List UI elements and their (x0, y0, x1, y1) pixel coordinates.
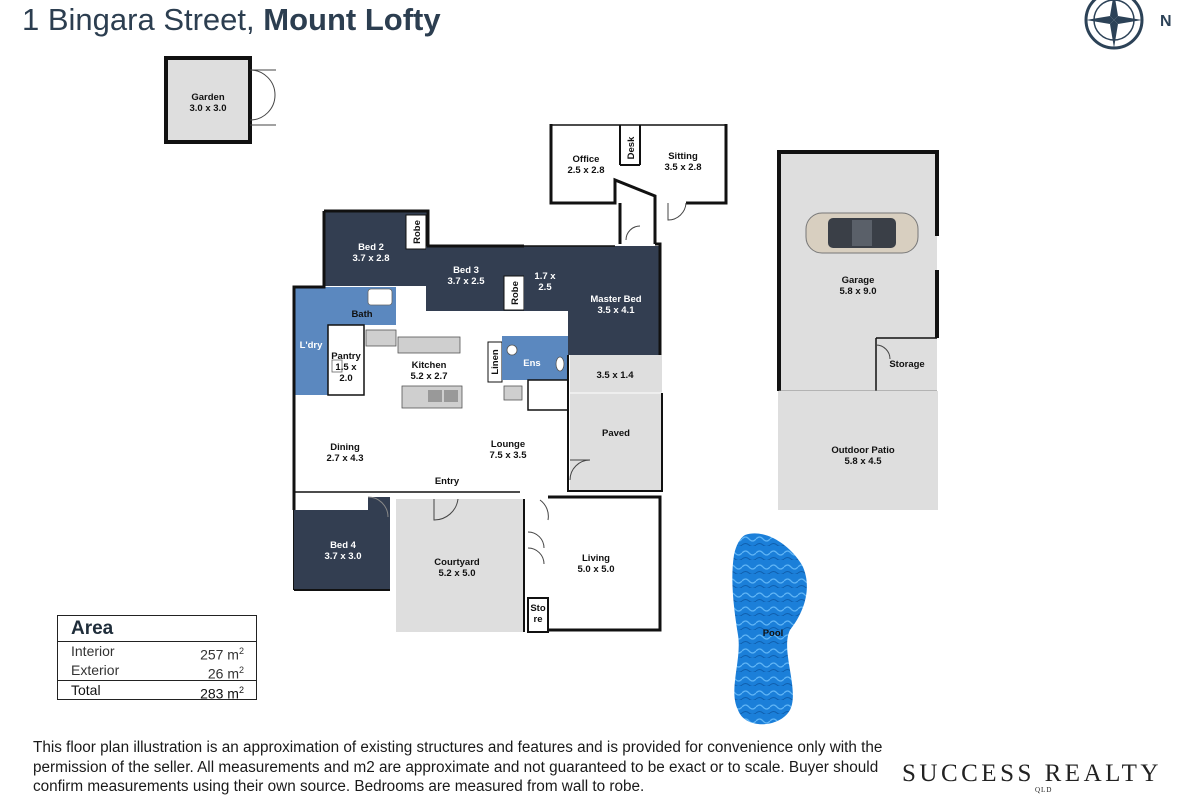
ext-size: 3.5 x 1.4 (597, 370, 635, 381)
storage-label: Storage (889, 359, 924, 370)
kitchen-size: 5.2 x 2.7 (411, 371, 448, 382)
robe-label-1: Robe (412, 220, 423, 244)
area-table: Area Interior 257 m2 Exterior 26 m2 Tota… (57, 615, 257, 702)
garden-room: Garden 3.0 x 3.0 (164, 56, 276, 144)
wir-line1: 1.7 x (534, 271, 556, 282)
bed2-name: Bed 2 (358, 242, 384, 253)
kitchen-room: Kitchen 5.2 x 2.7 (365, 329, 463, 409)
pantry-line3: 2.0 (339, 373, 352, 384)
bed4-name: Bed 4 (330, 540, 357, 551)
linen-label: Linen (490, 349, 501, 375)
area-label: Interior (71, 643, 115, 659)
garage-name: Garage (842, 275, 875, 286)
address-prefix: 1 Bingara Street, (22, 2, 264, 37)
living-size: 5.0 x 5.0 (578, 564, 615, 575)
living-name: Living (582, 553, 610, 564)
pantry-room: Pantry 1.5 x 2.0 (327, 324, 365, 396)
master-bed-room: Master Bed 3.5 x 4.1 (568, 246, 660, 355)
patio-size: 5.8 x 4.5 (845, 456, 883, 467)
linen-cupboard: Linen (487, 341, 503, 383)
living-room: Living 5.0 x 5.0 (523, 495, 662, 632)
garden-size: 3.0 x 3.0 (190, 103, 227, 114)
area-title: Area (58, 616, 256, 642)
pantry-line2: 1.5 x (335, 362, 357, 373)
courtyard-name: Courtyard (434, 557, 480, 568)
patio-name: Outdoor Patio (831, 445, 895, 456)
bed4-room: Bed 4 3.7 x 3.0 (294, 496, 390, 591)
suburb-name: Mount Lofty (263, 2, 441, 37)
entry-label: Entry (435, 476, 460, 487)
garage-room: Garage 5.8 x 9.0 Storage (777, 150, 939, 392)
pool: Pool (732, 533, 807, 725)
walk-in-robe: 1.7 x 2.5 (524, 246, 568, 311)
area-value: 283 m2 (200, 685, 244, 702)
car-icon (805, 212, 919, 254)
master-name: Master Bed (590, 294, 641, 305)
bed2-room: Robe Bed 2 3.7 x 2.8 (324, 211, 428, 286)
ensuite-label: Ens (523, 358, 540, 369)
master-size: 3.5 x 4.1 (598, 305, 636, 316)
compass-rose-icon: N (1084, 0, 1172, 50)
bed3-size: 3.7 x 2.5 (448, 276, 486, 287)
dining-name: Dining (330, 442, 360, 453)
area-label: Total (71, 682, 101, 698)
office-size: 2.5 x 2.8 (568, 165, 605, 176)
courtyard-size: 5.2 x 5.0 (439, 568, 476, 579)
disclaimer-text: This floor plan illustration is an appro… (33, 739, 883, 795)
paved-area: 3.5 x 1.4 Paved (569, 355, 662, 491)
pool-label: Pool (763, 628, 784, 639)
brand-sub: QLD (1035, 786, 1053, 794)
laundry-room: L'dry (294, 287, 328, 395)
dining-size: 2.7 x 4.3 (327, 453, 364, 464)
lounge-name: Lounge (491, 439, 525, 450)
robe-label-2: Robe (510, 281, 521, 305)
area-row-exterior: Exterior 26 m2 (58, 661, 256, 682)
garden-name: Garden (191, 92, 224, 103)
area-label: Exterior (71, 662, 120, 678)
bed3-name: Bed 3 (453, 265, 479, 276)
laundry-label: L'dry (300, 340, 324, 351)
ensuite-room: Ens (502, 336, 569, 411)
office-wing: Office 2.5 x 2.8 Desk Sitting 3.5 x 2.8 (549, 124, 728, 244)
brand-logo: SUCCESS REALTY (902, 760, 1162, 787)
store-line1: Sto (530, 603, 546, 614)
store-line2: re (534, 614, 543, 625)
area-row-interior: Interior 257 m2 (58, 642, 256, 663)
sitting-size: 3.5 x 2.8 (665, 162, 702, 173)
bath-room: Bath (328, 287, 396, 325)
area-value: 26 m2 (207, 665, 244, 682)
page-title: 1 Bingara Street, Mount Lofty (22, 2, 441, 38)
wir-line2: 2.5 (538, 282, 552, 293)
outdoor-patio: Outdoor Patio 5.8 x 4.5 (778, 391, 938, 510)
area-value: 257 m2 (200, 646, 244, 663)
courtyard-area: Courtyard 5.2 x 5.0 (396, 498, 524, 632)
desk-label: Desk (626, 136, 637, 159)
bed2-size: 3.7 x 2.8 (353, 253, 390, 264)
paved-label: Paved (602, 428, 630, 439)
bed4-size: 3.7 x 3.0 (325, 551, 362, 562)
office-name: Office (573, 154, 600, 165)
area-row-total: Total 283 m2 (58, 680, 256, 702)
bed3-room: Robe Bed 3 3.7 x 2.5 (426, 246, 525, 311)
lounge-size: 7.5 x 3.5 (490, 450, 528, 461)
store-room: Sto re (527, 597, 549, 633)
kitchen-name: Kitchen (412, 360, 447, 371)
bath-label: Bath (351, 309, 372, 320)
garage-size: 5.8 x 9.0 (840, 286, 877, 297)
sitting-name: Sitting (668, 151, 698, 162)
pantry-name: Pantry (331, 351, 361, 362)
north-label: N (1160, 13, 1172, 30)
